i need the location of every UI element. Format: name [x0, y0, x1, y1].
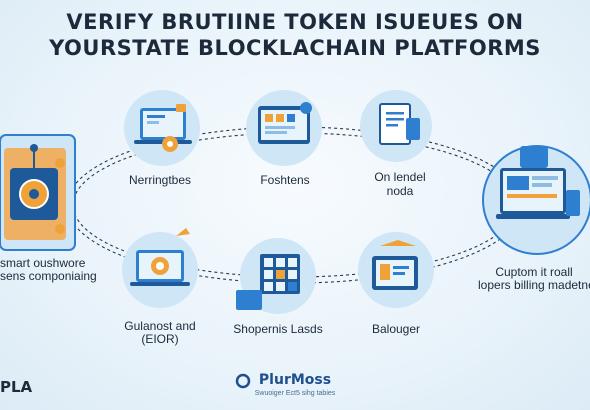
footer-tagline: Swuoiger Ect5 sihg tabies: [254, 390, 336, 397]
node-left-panel-icon[interactable]: [0, 134, 76, 251]
title-line-2: YOURSTATE BLOCKLACHAIN PLATFORMS: [49, 36, 541, 60]
node-bottom-left-label-1: Gulanost and: [124, 319, 196, 333]
node-top-right-label-2: noda: [386, 184, 414, 198]
node-top-center-label: Foshtens: [260, 173, 310, 187]
node-bottom-right-icon[interactable]: [358, 232, 434, 308]
corner-text: PLA: [0, 378, 33, 396]
node-top-left-icon[interactable]: [124, 90, 200, 166]
node-bottom-left-label-2: (EIOR): [141, 332, 179, 346]
node-top-right-label-1: On lendel: [374, 170, 426, 184]
node-left-panel-label-1: smart oushwore: [0, 256, 86, 270]
footer-brand: PlurMoss: [258, 372, 332, 388]
node-bottom-right-label: Balouger: [371, 322, 421, 336]
node-top-right-icon[interactable]: [360, 90, 432, 162]
node-right-panel-label-1: Cuptom it roall: [495, 265, 573, 279]
node-bottom-center-label: Shopernis Lasds: [233, 322, 323, 336]
node-right-panel-label-2: lopers billing madetne: [478, 278, 590, 292]
node-bottom-left-icon[interactable]: [122, 228, 198, 308]
node-bottom-center-icon[interactable]: [236, 238, 316, 314]
node-left-panel-label-2: sens componiaing: [0, 269, 97, 283]
logo-icon: [235, 373, 251, 389]
node-right-panel-icon[interactable]: [482, 145, 590, 255]
node-top-left-label: Nerringtbes: [128, 173, 192, 187]
node-top-center-icon[interactable]: [246, 90, 322, 166]
title-line-1: VERIFY BRUTIINE TOKEN ISUEUES ON: [66, 10, 524, 34]
